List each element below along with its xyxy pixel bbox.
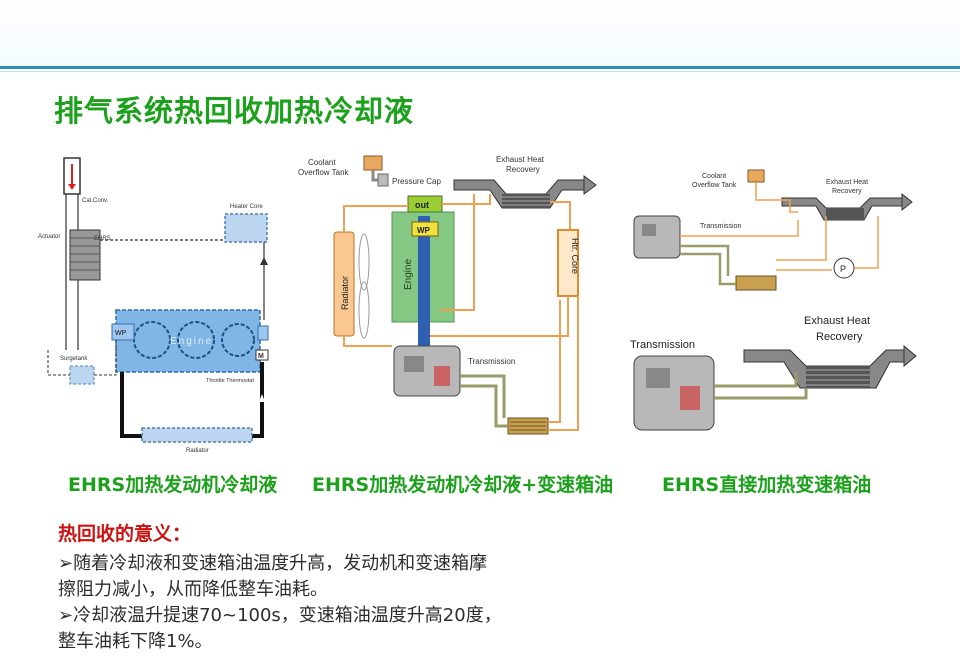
transmission-label: Transmission [468, 357, 515, 366]
cat-conv-label: Cat.Conv. [82, 198, 109, 204]
exhaust-heat-label: Exhaust Heat [496, 155, 545, 164]
wp-label: WP [115, 330, 127, 337]
radiator [141, 427, 253, 443]
svg-text:M: M [258, 353, 264, 360]
pump-label: P [840, 264, 846, 274]
header-band [0, 0, 960, 66]
radiator-label: Radiator [186, 448, 209, 454]
surgetank [69, 365, 95, 385]
note-line-4: 整车油耗下降1%。 [58, 631, 213, 652]
htr-core-label: Htr. Core [570, 238, 580, 274]
header-rule-thin [0, 71, 960, 72]
note-line-2: 擦阻力减小，从而降低整车油耗。 [58, 579, 328, 600]
exhaust-heat-large-label: Exhaust Heat [804, 315, 870, 327]
surgetank-label: Surgetank [60, 356, 88, 362]
exhaust-heat-small-label: Exhaust Heat [826, 179, 868, 186]
diagram-coolant-and-transmission-oil: Coolant Overflow Tank Pressure Cap Exhau… [294, 150, 604, 450]
overflow-tank-label: Overflow Tank [298, 168, 350, 177]
overflow-tank [363, 155, 383, 171]
engine-label: Engine [403, 258, 414, 290]
note-line-3: ➢冷却液温升提速70~100s，变速箱油温度升高20度， [58, 605, 502, 626]
diagram-direct-transmission-oil: Coolant Overflow Tank Exhaust Heat Recov… [620, 160, 920, 450]
coolant-label: Coolant [702, 173, 726, 180]
recovery-large-label: Recovery [816, 331, 863, 343]
notes-heading: 热回收的意义： [58, 523, 192, 545]
transmission-small-label: Transmission [700, 223, 741, 230]
oil-cooler-small [735, 275, 777, 291]
ehrs-label: EHRS [94, 236, 111, 242]
pressure-cap-label: Pressure Cap [392, 177, 441, 186]
recovery-label: Recovery [506, 165, 540, 174]
header-rule [0, 66, 960, 69]
wp-label: WP [417, 226, 431, 235]
transmission-body [393, 345, 461, 397]
heater-core [224, 213, 268, 243]
coolant-label: Coolant [308, 158, 336, 167]
engine-label: Engine [170, 336, 213, 347]
transmission-large-label: Transmission [630, 339, 695, 351]
overflow-tank [747, 169, 765, 183]
transmission-large [633, 355, 715, 431]
caption-diagram-2: EHRS加热发动机冷却液+变速箱油 [312, 474, 614, 496]
caption-diagram-3: EHRS直接加热变速箱油 [662, 474, 872, 496]
overflow-tank-label: Overflow Tank [692, 182, 737, 189]
out-label: out [415, 200, 429, 210]
recovery-small-label: Recovery [832, 188, 862, 195]
page-title: 排气系统热回收加热冷却液 [54, 94, 415, 128]
coolant-pipe [418, 216, 430, 346]
transmission-small [633, 215, 681, 259]
actuator-label: Actuator [38, 234, 60, 240]
note-line-1: ➢随着冷却液和变速箱油温度升高，发动机和变速箱摩 [58, 553, 488, 574]
caption-diagram-1: EHRS加热发动机冷却液 [68, 474, 278, 496]
engine-block [115, 309, 261, 373]
throttle-thermostat-label: Throttle Thermostat [206, 378, 254, 384]
radiator-label: Radiator [340, 276, 350, 310]
diagram-engine-coolant-ehrs: Cat.Conv. Actuator EHRS Heater Core Engi… [30, 150, 292, 460]
wp-box [411, 221, 439, 237]
heater-core-label: Heater Core [230, 204, 263, 210]
